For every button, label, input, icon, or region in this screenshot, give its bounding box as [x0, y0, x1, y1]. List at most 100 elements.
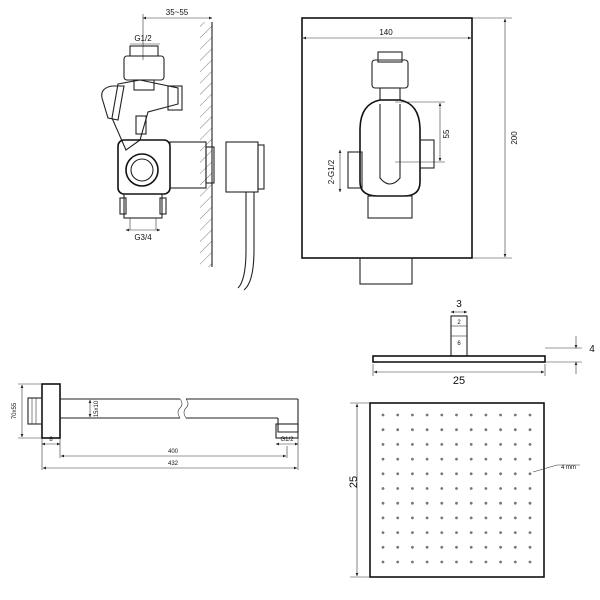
nozzle-dot — [484, 501, 488, 505]
nozzle-dot — [513, 413, 517, 417]
nozzle-dot — [469, 545, 473, 549]
nozzle-dot — [528, 516, 532, 520]
nozzle-dot — [499, 413, 502, 417]
nozzle-dot — [499, 428, 502, 432]
nozzle-dot — [425, 443, 429, 446]
shower-head-top-view: 25 4 mm — [348, 402, 580, 578]
valve-side-view: 35~55 G1/2 G3/4 — [101, 8, 265, 291]
nozzle-dot — [425, 560, 429, 564]
nozzle-dot — [381, 428, 385, 432]
nozzle-dot — [396, 501, 400, 505]
top-label: 3 — [456, 299, 462, 310]
tube-label: 15x10 — [94, 400, 100, 417]
nozzle-dot — [381, 501, 385, 505]
nozzle-dot — [411, 487, 414, 490]
length-total-label: 432 — [168, 461, 179, 467]
thickness-label: 4 — [589, 344, 595, 355]
nozzle-dot — [455, 413, 458, 417]
nozzle-dot — [455, 501, 458, 505]
nozzle-dot — [425, 457, 429, 461]
side-width-label: 25 — [453, 375, 465, 387]
nozzle-dot — [484, 516, 488, 520]
nozzle-dot — [499, 487, 502, 490]
nozzle-dot — [513, 516, 517, 520]
nozzle-dot — [411, 428, 414, 432]
nozzle-dot — [528, 501, 532, 505]
nozzle-dot — [396, 487, 400, 490]
nozzle-dot — [411, 501, 414, 505]
small-label: 8 — [49, 437, 53, 443]
width-label: 140 — [379, 28, 393, 37]
nozzle-dot — [440, 457, 444, 461]
nozzle-dot — [513, 545, 517, 549]
nozzle-dot — [396, 443, 400, 446]
nozzle-dot — [455, 560, 458, 564]
nozzle-dot — [484, 472, 488, 476]
nozzle-dot — [381, 457, 385, 461]
nozzle-dot — [396, 531, 400, 534]
nozzle-dot — [440, 501, 444, 505]
nozzle-grid — [381, 413, 532, 564]
nozzle-dot — [440, 413, 444, 417]
length-inner-label: 400 — [168, 449, 179, 455]
nozzle-dot — [528, 531, 532, 534]
nozzle-dot — [411, 545, 414, 549]
nozzle-dot — [396, 560, 400, 564]
nozzle-dot — [455, 516, 458, 520]
nozzle-dot — [381, 443, 385, 446]
shower-arm-view: 70x55 15x10 G1/2 8 400 432 — [12, 383, 299, 470]
nozzle-dot — [411, 457, 414, 461]
nozzle-dot — [381, 531, 385, 534]
nozzle-dot — [528, 457, 532, 461]
nozzle-dot — [469, 501, 473, 505]
nozzle-dot — [440, 472, 444, 476]
nozzle-dot — [484, 443, 488, 446]
nozzle-dot — [528, 413, 532, 417]
head-outline — [369, 402, 545, 578]
nozzle-dot — [411, 516, 414, 520]
nozzle-dot — [455, 457, 458, 461]
nozzle-dot — [396, 457, 400, 461]
nozzle-dot — [455, 443, 458, 446]
nozzle-dot — [440, 531, 444, 534]
nozzle-dot — [513, 428, 517, 432]
nozzle-dot — [455, 545, 458, 549]
nozzle-dot — [425, 472, 429, 476]
nozzle-dot — [499, 472, 502, 476]
nozzle-dot — [528, 443, 532, 446]
nozzle-dot — [528, 428, 532, 432]
nozzle-dot — [484, 428, 488, 432]
nozzle-dot — [469, 487, 473, 490]
nozzle-dot — [396, 516, 400, 520]
nozzle-dot — [411, 560, 414, 564]
nozzle-dot — [411, 472, 414, 476]
nozzle-dot — [499, 501, 502, 505]
nozzle-label: 4 mm — [561, 465, 576, 471]
nozzle-dot — [484, 545, 488, 549]
nozzle-dot — [411, 413, 414, 417]
nozzle-dot — [528, 472, 532, 476]
nozzle-dot — [499, 457, 502, 461]
nozzle-dot — [381, 472, 385, 476]
nozzle-dot — [425, 428, 429, 432]
nozzle-dot — [484, 487, 488, 490]
nozzle-dot — [469, 413, 473, 417]
nozzle-dot — [425, 501, 429, 505]
nozzle-dot — [440, 428, 444, 432]
nozzle-dot — [425, 516, 429, 520]
nozzle-dot — [455, 487, 458, 490]
nozzle-dot — [513, 531, 517, 534]
nozzle-dot — [513, 443, 517, 446]
nozzle-dot — [381, 487, 385, 490]
nozzle-dot — [469, 516, 473, 520]
nozzle-dot — [425, 413, 429, 417]
height-label: 200 — [510, 131, 519, 145]
nozzle-dot — [469, 472, 473, 476]
nozzle-dot — [396, 413, 400, 417]
nozzle-dot — [381, 545, 385, 549]
inlet-bottom-label: G3/4 — [134, 233, 152, 242]
nozzle-dot — [396, 472, 400, 476]
nozzle-dot — [499, 531, 502, 534]
nozzle-dot — [528, 545, 532, 549]
